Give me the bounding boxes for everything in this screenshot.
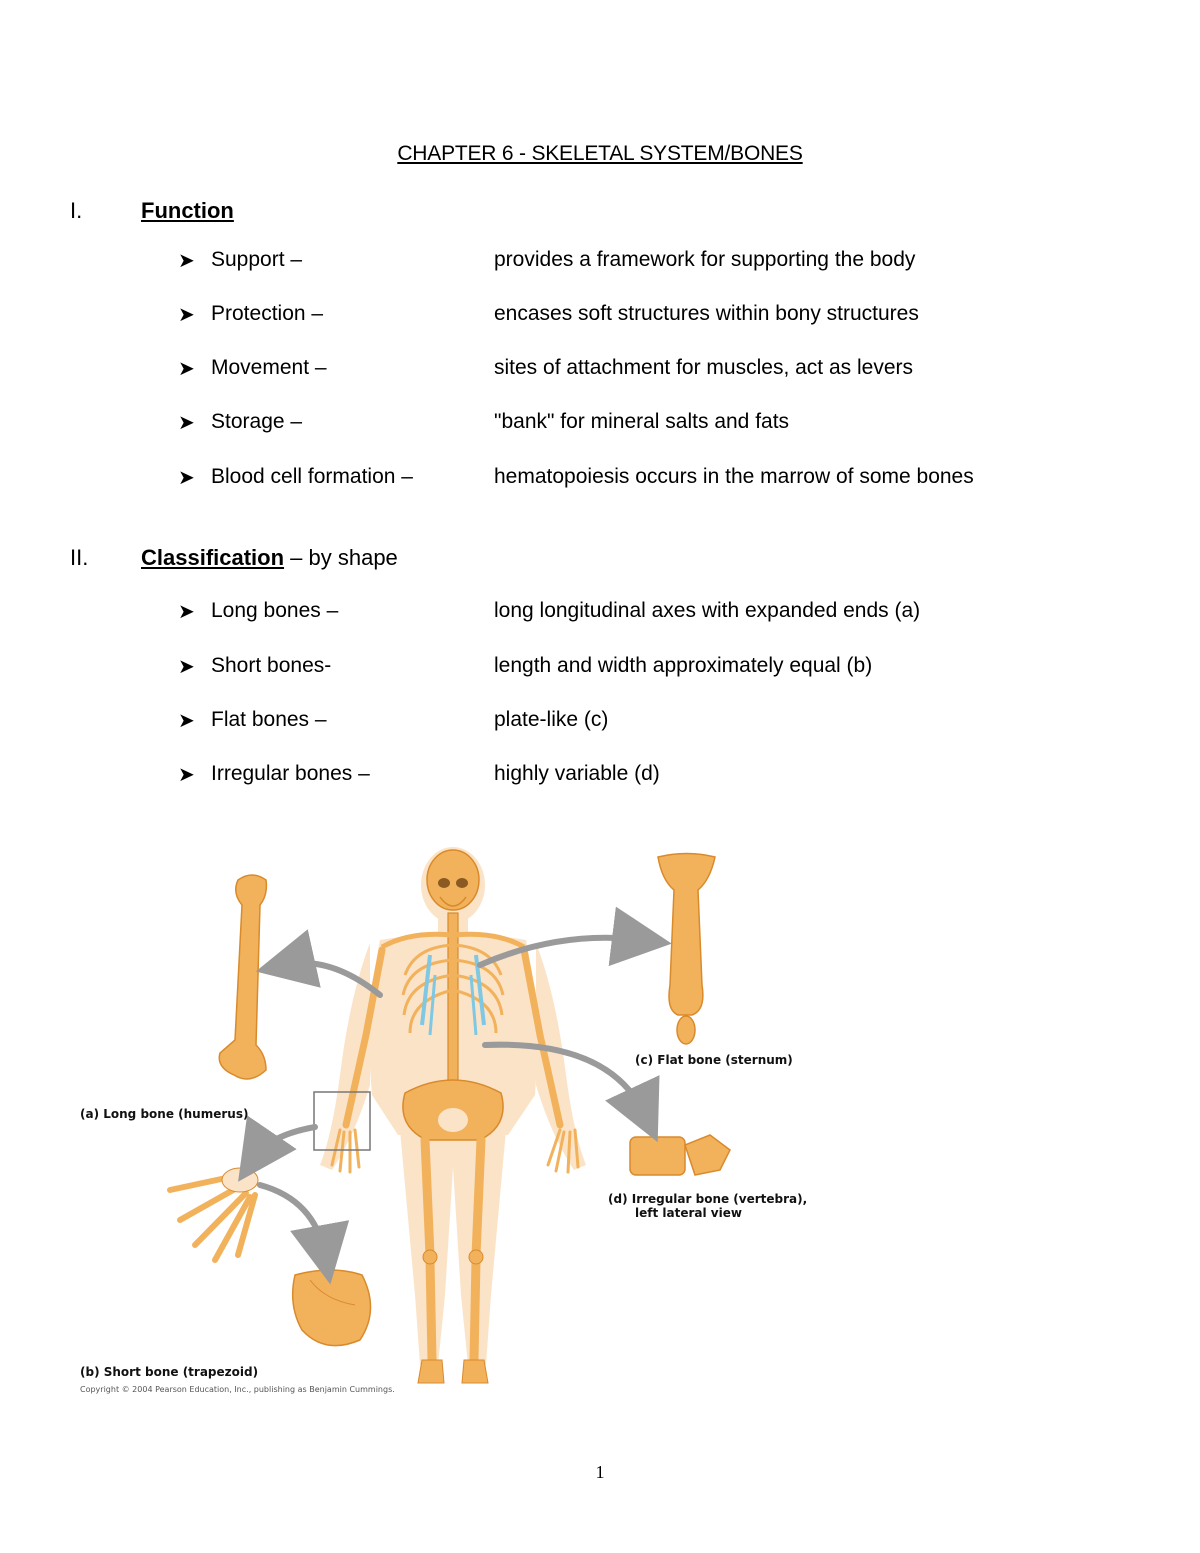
item-term: Support – [211, 248, 303, 271]
hand-bones-outline [221, 1167, 259, 1193]
item-term: Protection – [211, 302, 324, 325]
arrows [238, 906, 672, 1285]
item-description: hematopoiesis occurs in the marrow of so… [494, 465, 974, 488]
item-description: length and width approximately equal (b) [494, 654, 873, 677]
item-term: Irregular bones – [211, 762, 370, 785]
skull-icon [426, 849, 480, 911]
label-irregular-bone-view: left lateral view [635, 1206, 742, 1220]
item-term: Movement – [211, 356, 327, 379]
item-term: Flat bones – [211, 708, 327, 731]
arrowhead-bullet-icon: ➤ [178, 656, 195, 678]
item-description: long longitudinal axes with expanded end… [494, 599, 921, 622]
arrowhead-bullet-icon: ➤ [178, 601, 195, 623]
item-term: Storage – [211, 410, 303, 433]
section-numeral: I. [70, 198, 83, 223]
skeleton-illustration [167, 847, 731, 1384]
sternum-icon [657, 852, 716, 1045]
item-description: encases soft structures within bony stru… [494, 302, 919, 325]
arrow-to-long-bone-icon [255, 929, 383, 998]
arrowhead-bullet-icon: ➤ [178, 764, 195, 786]
foot-icon [417, 1359, 489, 1384]
hand-highlight-box [313, 1091, 371, 1151]
arrowhead-bullet-icon: ➤ [178, 358, 195, 380]
item-term: Blood cell formation – [211, 465, 413, 488]
arrow-to-irregular-bone-icon [482, 1041, 660, 1143]
clavicle-icon [380, 931, 526, 950]
hand-icon [330, 1128, 580, 1174]
label-long-bone: (a) Long bone (humerus) [80, 1107, 249, 1121]
label-short-bone: (b) Short bone (trapezoid) [80, 1365, 259, 1379]
item-term: Short bones- [211, 654, 332, 677]
item-description: plate-like (c) [494, 708, 609, 731]
pelvis-icon [402, 1079, 504, 1141]
arrowhead-bullet-icon: ➤ [178, 412, 195, 434]
section-heading: Classification [141, 545, 285, 570]
page-title: CHAPTER 6 - SKELETAL SYSTEM/BONES [397, 142, 803, 165]
arrowhead-bullet-icon: ➤ [178, 250, 195, 272]
figure-copyright: Copyright © 2004 Pearson Education, Inc.… [80, 1385, 395, 1394]
item-description: highly variable (d) [494, 762, 660, 785]
section-heading-suffix: – by shape [284, 545, 398, 570]
rib-cage-icon [401, 943, 505, 1036]
arrowhead-bullet-icon: ➤ [178, 467, 195, 489]
bone-classification-figure: (a) Long bone (humerus) (b) Short bone (… [70, 835, 900, 1415]
label-irregular-bone: (d) Irregular bone (vertebra), [608, 1192, 808, 1206]
item-description: provides a framework for supporting the … [494, 248, 916, 271]
item-description: "bank" for mineral salts and fats [494, 410, 790, 433]
item-term: Long bones – [211, 599, 339, 622]
leg-bones-icon [420, 1135, 486, 1365]
section-heading: Function [141, 198, 234, 223]
vertebra-icon [629, 1134, 731, 1176]
knee-icon [422, 1249, 484, 1265]
arrow-to-hand-icon [238, 1115, 318, 1182]
item-description: sites of attachment for muscles, act as … [494, 356, 913, 379]
arrow-to-flat-bone-icon [477, 906, 672, 968]
humerus-icon [218, 874, 268, 1080]
section-numeral: II. [70, 545, 89, 570]
label-flat-bone: (c) Flat bone (sternum) [635, 1053, 793, 1067]
page-number: 1 [595, 1462, 605, 1482]
arrow-to-short-bone-icon [257, 1182, 350, 1285]
arrowhead-bullet-icon: ➤ [178, 304, 195, 326]
arrowhead-bullet-icon: ➤ [178, 710, 195, 732]
trapezoid-bone-icon [291, 1269, 372, 1347]
